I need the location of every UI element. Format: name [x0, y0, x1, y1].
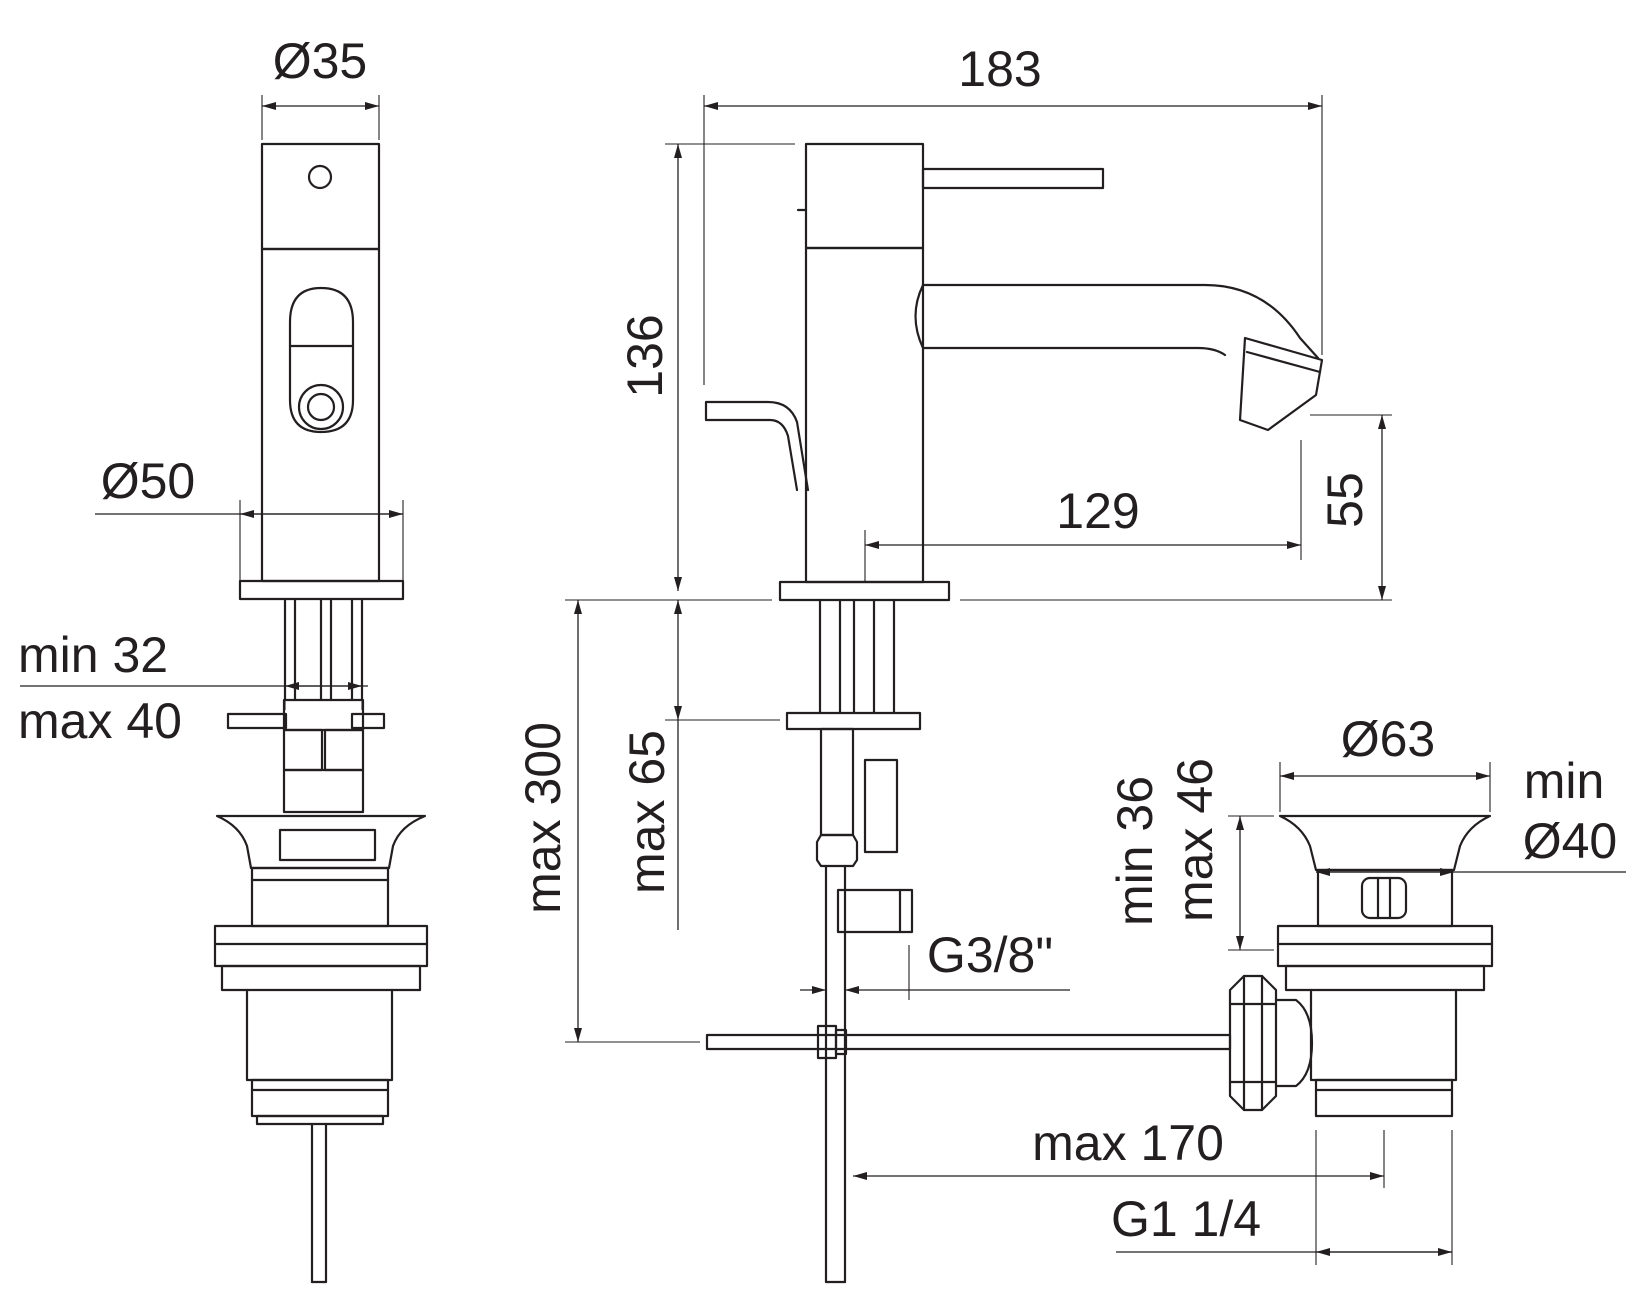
detail-waste-thread [1314, 1078, 1454, 1118]
label-diameter-35: Ø35 [273, 33, 368, 89]
front-spout-opening [288, 286, 355, 434]
label-spout-129: 129 [1056, 483, 1139, 539]
supply-pipe [819, 727, 855, 837]
detail-waste-flange [1278, 814, 1492, 872]
dimension-labels: Ø35 Ø50 min 32 max 40 183 136 129 55 max… [18, 33, 1617, 1247]
detail-waste-body [1309, 988, 1458, 1082]
front-waste-thread [250, 1078, 390, 1118]
spout-tip [1238, 336, 1324, 432]
detail-slot-screw [1360, 876, 1408, 920]
spout [921, 283, 1320, 360]
label-diameter-40: Ø40 [1523, 813, 1618, 869]
front-waste-ring [213, 924, 429, 968]
detail-waste-ring [1276, 924, 1494, 968]
label-max-46: max 46 [1167, 758, 1223, 922]
side-tap-head [804, 142, 925, 250]
label-height-55: 55 [1317, 472, 1373, 528]
front-tap-head [260, 142, 381, 251]
label-diameter-63: Ø63 [1341, 711, 1436, 767]
detail-linkage-nut [1228, 974, 1278, 1112]
label-diameter-50: Ø50 [101, 453, 196, 509]
side-view [565, 95, 1392, 1284]
front-view [20, 95, 429, 1284]
label-max-170: max 170 [1032, 1115, 1224, 1171]
label-max-300: max 300 [515, 722, 571, 914]
label-thread-g114: G1 1/4 [1111, 1191, 1261, 1247]
supply-nut [815, 833, 859, 868]
label-min-32: min 32 [18, 627, 168, 683]
label-min-36: min 36 [1107, 776, 1163, 926]
side-base-flange [778, 580, 951, 602]
front-base-flange [238, 579, 405, 601]
lever-handle [921, 167, 1105, 190]
front-handle-pin [307, 164, 333, 190]
label-width-183: 183 [958, 41, 1041, 97]
waste-detail [1116, 762, 1626, 1265]
label-height-136: 136 [617, 314, 673, 397]
front-tap-body [260, 247, 381, 583]
front-aerator [297, 383, 345, 431]
label-thread-g38: G3/8" [927, 927, 1053, 983]
front-waste-body [245, 988, 394, 1082]
side-clamp-washer [785, 711, 922, 731]
popup-lever [704, 400, 810, 492]
label-max-65: max 65 [619, 730, 675, 894]
popup-rod [705, 1033, 1232, 1051]
label-min: min [1524, 753, 1605, 809]
front-clamp-washer [226, 712, 288, 730]
label-max-40: max 40 [18, 693, 182, 749]
